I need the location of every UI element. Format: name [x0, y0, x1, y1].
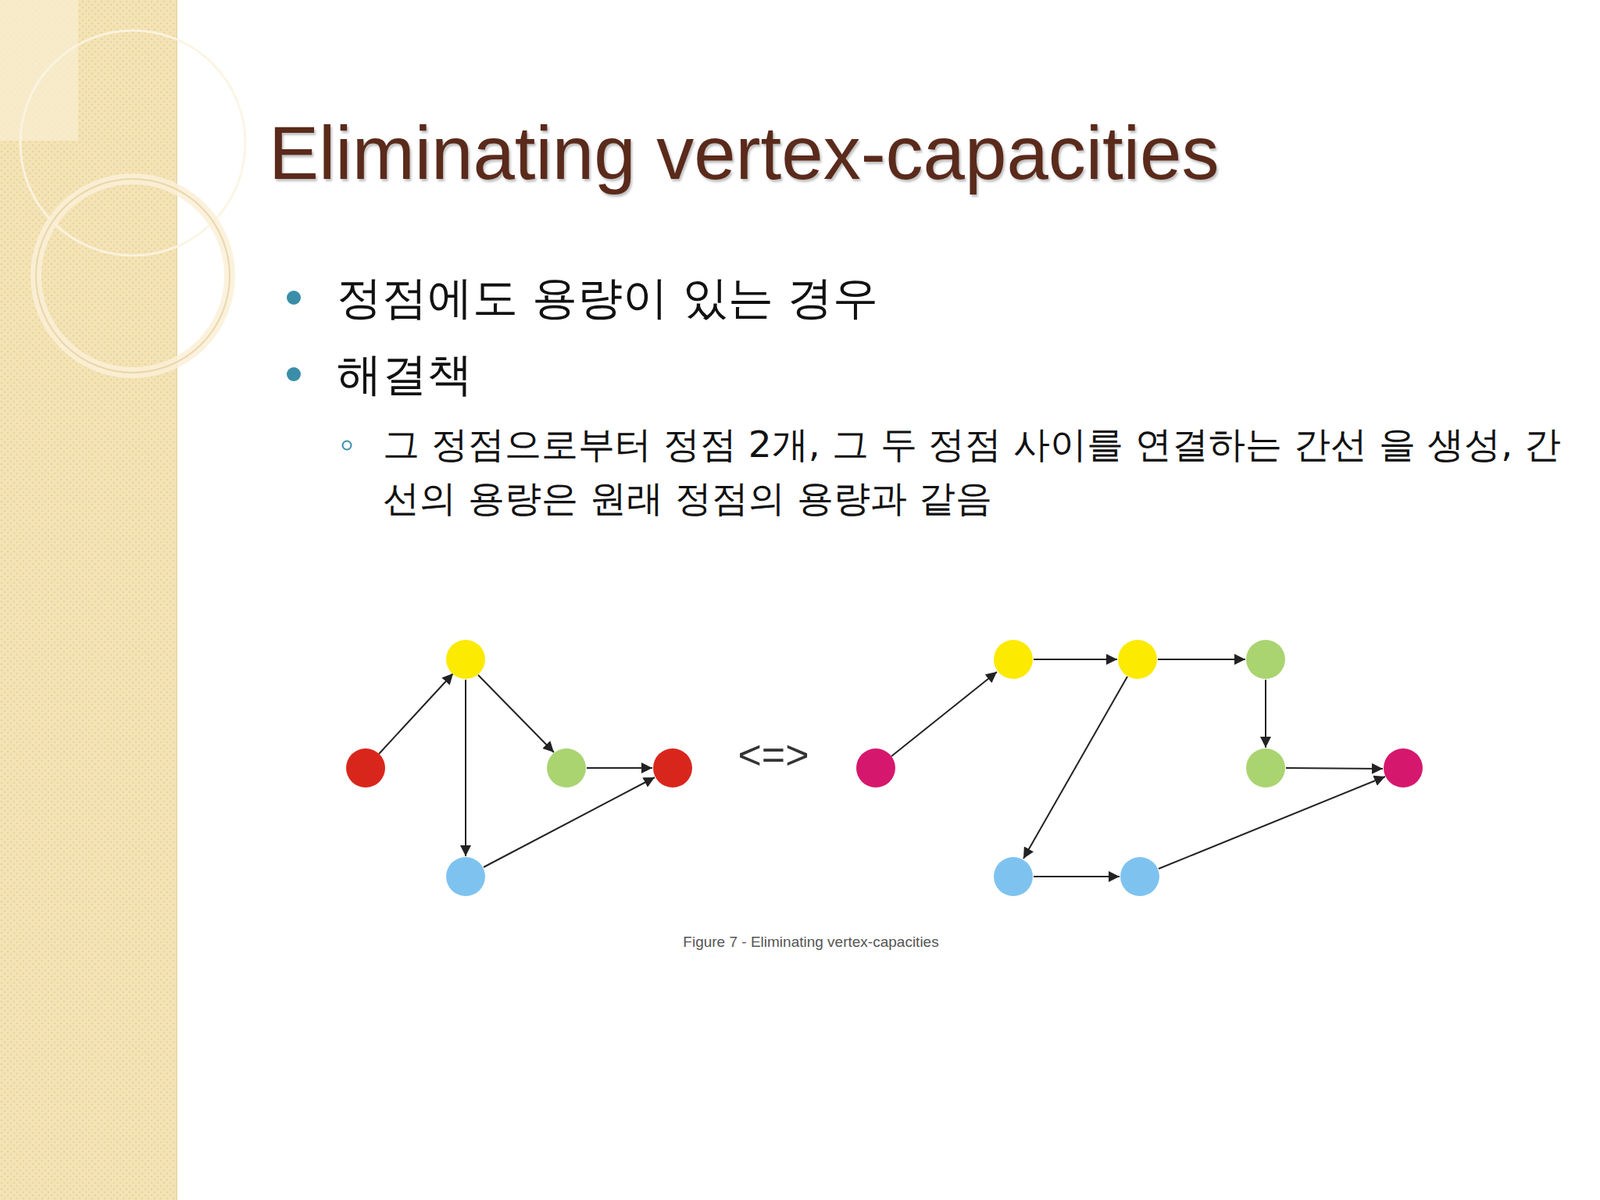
graph-vertices — [346, 639, 693, 897]
graph-edges — [891, 659, 1386, 877]
bullet-text: 정점에도 용량이 있는 경우 — [336, 270, 879, 325]
deco-ring — [35, 178, 230, 373]
band-edge — [175, 0, 178, 1200]
bullet-dot — [286, 290, 301, 305]
slide-title: Eliminating vertex-capacities — [268, 109, 1220, 197]
sub-bullet — [342, 441, 352, 450]
side-panel — [0, 0, 79, 141]
bullet-text: 해결책 — [336, 346, 473, 402]
sub-bullet-text: 그 정점으로부터 정점 2개, 그 두 정점 사이를 연결하는 간선 을 생성,… — [382, 417, 1579, 525]
figure-caption: Figure 7 - Eliminating vertex-capacities — [682, 932, 939, 952]
graph-edges — [378, 673, 655, 868]
graph-vertices — [856, 639, 1423, 897]
equivalence-symbol: <=> — [737, 731, 809, 779]
deco-ring — [35, 178, 230, 373]
bullet-dot — [286, 367, 301, 382]
